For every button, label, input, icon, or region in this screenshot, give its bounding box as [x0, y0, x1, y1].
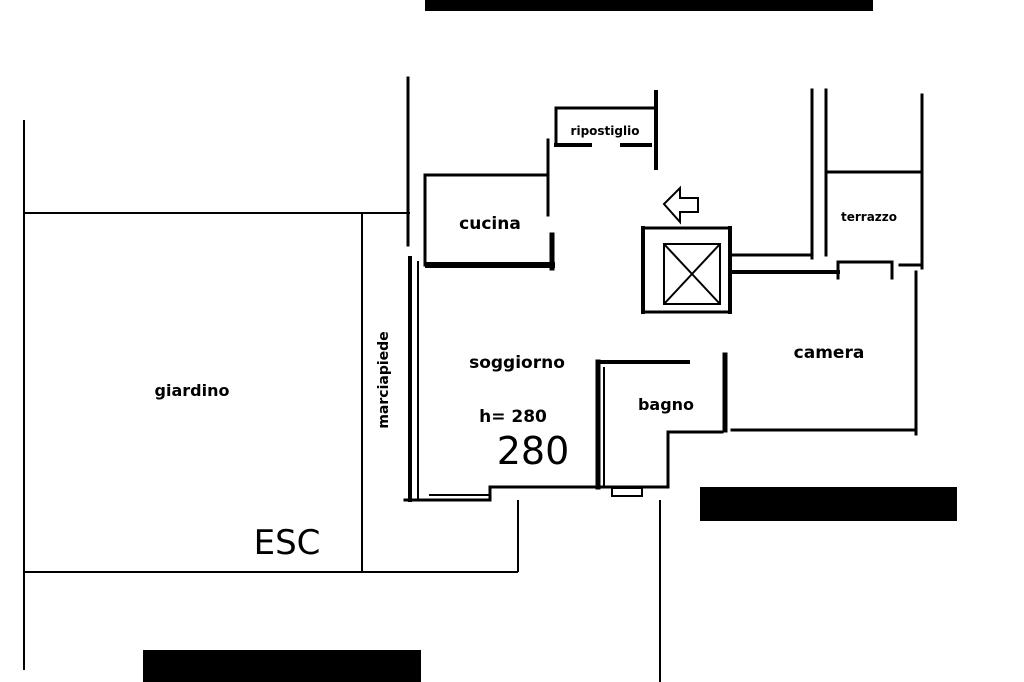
- handwritten-height: 280: [497, 429, 570, 473]
- room-label-marciapiede: marciapiede: [376, 331, 392, 428]
- redaction-bar-top: [425, 0, 873, 11]
- redaction-bar-right: [700, 487, 957, 521]
- room-label-terrazzo: terrazzo: [841, 210, 897, 224]
- room-label-soggiorno: soggiorno: [469, 353, 565, 373]
- entrance-arrow-icon: [662, 185, 699, 225]
- room-label-cucina: cucina: [459, 214, 521, 234]
- handwritten-esc: ESC: [254, 523, 321, 563]
- elevator-shaft-icon: [663, 243, 721, 305]
- ceiling-height-note: h= 280: [479, 407, 547, 427]
- room-label-camera: camera: [794, 343, 865, 363]
- room-label-giardino: giardino: [155, 381, 230, 400]
- outdoor-outlines: [23, 120, 661, 682]
- room-label-bagno: bagno: [638, 395, 694, 414]
- redaction-bar-bottom: [143, 650, 421, 682]
- walls: [403, 76, 924, 502]
- room-label-ripostiglio: ripostiglio: [571, 124, 640, 138]
